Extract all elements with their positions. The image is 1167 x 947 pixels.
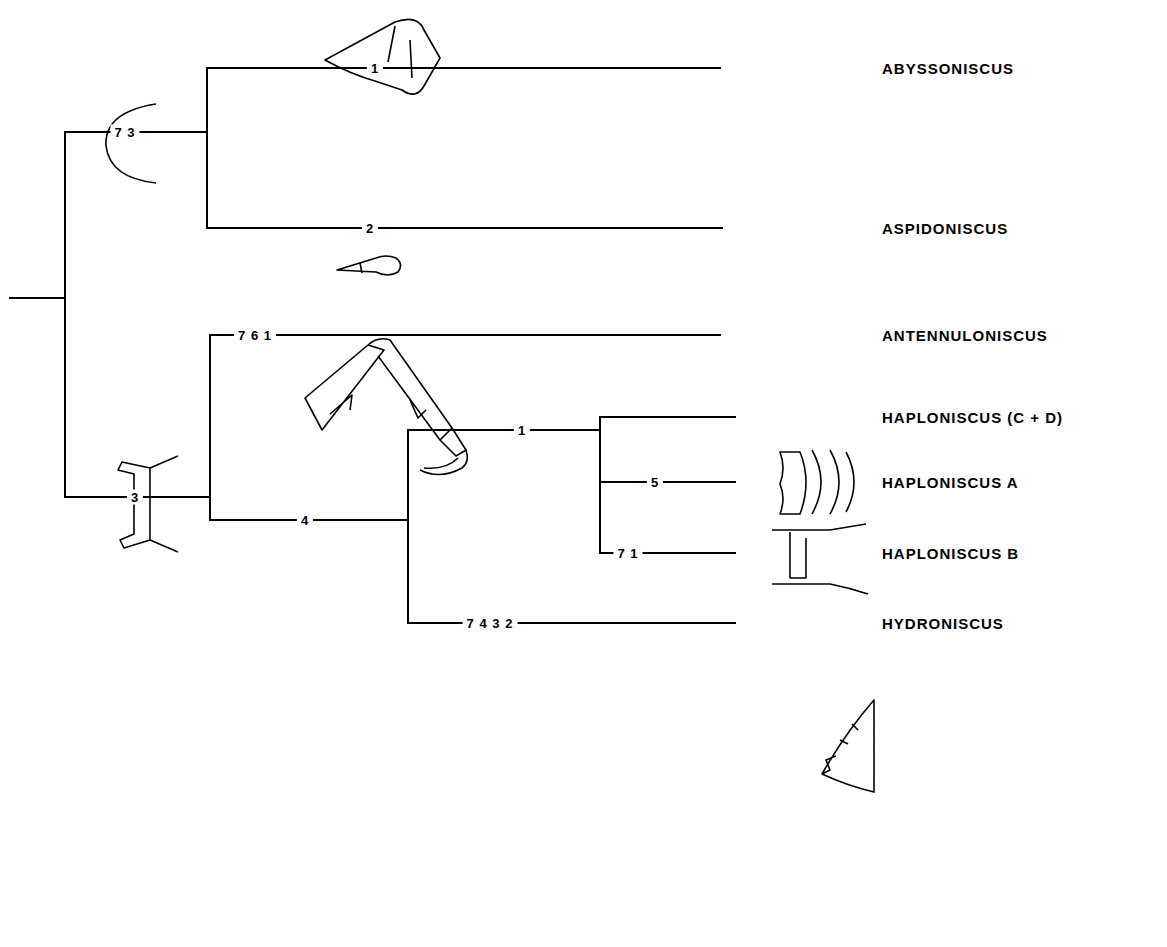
character-number: 7 3 [110,125,139,140]
branch [600,481,735,483]
taxon-name: HAPLONISCUS A [882,475,1019,490]
notched-drawing [772,524,868,594]
character-number: 1 [367,61,383,76]
branch [207,227,722,229]
branch [600,416,735,418]
root-branch [10,297,65,299]
character-number: 5 [647,475,663,490]
tree-branches [10,68,735,623]
character-number: 2 [362,221,378,236]
character-illustrations [106,19,874,792]
branch [206,68,208,228]
character-number: 1 [514,423,530,438]
branch [64,132,66,497]
taxon-name: ABYSSONISCUS [882,61,1014,76]
branch [209,335,211,520]
taxon-name: HYDRONISCUS [882,616,1004,631]
branch [408,622,735,624]
leg-drawing [305,339,467,475]
character-number: 7 4 3 2 [463,616,518,631]
taxon-name: HAPLONISCUS (C + D) [882,410,1063,425]
character-number: 7 6 1 [234,328,276,343]
taxon-name: HAPLONISCUS B [882,546,1019,561]
character-number: 3 [127,490,143,505]
branch [599,417,601,553]
bracket-drawing [118,456,178,552]
arc-drawing [106,104,156,183]
branch [210,334,720,336]
taxon-name: ANTENNULONISCUS [882,328,1048,343]
taxon-name: ASPIDONISCUS [882,221,1008,236]
character-number: 7 1 [613,546,642,561]
character-number: 4 [297,513,313,528]
triangle-drawing [822,700,874,792]
branch [407,430,409,623]
antenna-drawing [337,256,401,275]
branch [408,429,600,431]
pleotelson-drawing [325,19,440,94]
branch [207,67,720,69]
segments-drawing [780,450,854,514]
